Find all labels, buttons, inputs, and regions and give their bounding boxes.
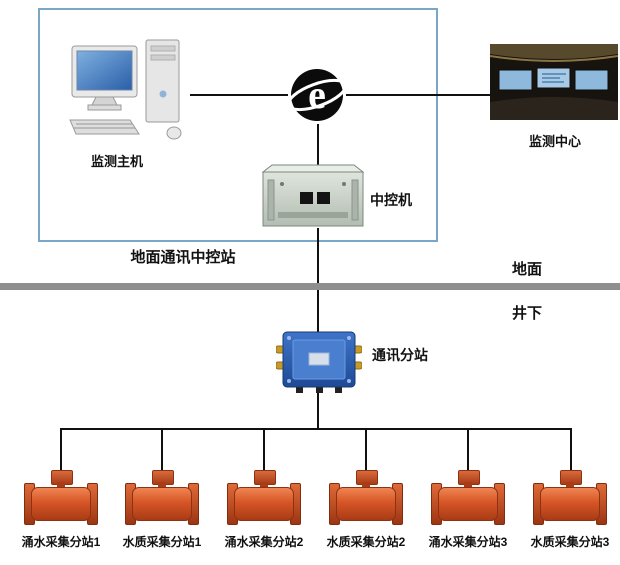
flow-sensor-icon bbox=[329, 470, 403, 528]
monitoring-center-photo bbox=[489, 44, 619, 120]
flow-sensor-icon bbox=[125, 470, 199, 528]
flow-sensor-icon bbox=[227, 470, 301, 528]
line-drop-4 bbox=[365, 428, 367, 472]
control-machine-label: 中控机 bbox=[370, 192, 412, 208]
device-inflow-3: 涌水采集分站3 bbox=[418, 470, 518, 550]
device-quality-3: 水质采集分站3 bbox=[520, 470, 620, 550]
device-label: 水质采集分站1 bbox=[122, 535, 202, 549]
internet-icon: e bbox=[287, 66, 347, 124]
line-internet-center bbox=[344, 94, 490, 96]
line-drop-3 bbox=[263, 428, 265, 472]
substation-label: 通讯分站 bbox=[372, 347, 428, 363]
surface-underground-divider bbox=[0, 283, 620, 290]
line-host-internet bbox=[190, 94, 290, 96]
flow-sensor-icon bbox=[24, 470, 98, 528]
host-label: 监测主机 bbox=[90, 154, 143, 169]
flow-sensor-icon bbox=[533, 470, 607, 528]
line-drop-6 bbox=[570, 428, 572, 472]
line-server-substation bbox=[317, 228, 319, 334]
device-quality-1: 水质采集分站1 bbox=[112, 470, 212, 550]
junction-box-icon bbox=[275, 330, 363, 394]
device-label: 涌水采集分站2 bbox=[224, 535, 304, 549]
surface-label: 地面 bbox=[512, 261, 543, 278]
device-inflow-1: 涌水采集分站1 bbox=[11, 470, 111, 550]
server-icon bbox=[261, 164, 365, 228]
line-internet-server bbox=[317, 122, 319, 168]
device-label: 涌水采集分站1 bbox=[21, 535, 101, 549]
line-substation-bus bbox=[317, 390, 319, 430]
device-inflow-2: 涌水采集分站2 bbox=[214, 470, 314, 550]
underground-label: 井下 bbox=[512, 305, 543, 322]
ground-station-label: 地面通讯中控站 bbox=[130, 249, 236, 266]
device-quality-2: 水质采集分站2 bbox=[316, 470, 416, 550]
bus-line bbox=[60, 428, 572, 430]
device-label: 水质采集分站2 bbox=[326, 535, 406, 549]
computer-icon bbox=[66, 34, 192, 148]
flow-sensor-icon bbox=[431, 470, 505, 528]
center-label: 监测中心 bbox=[528, 134, 581, 149]
device-label: 涌水采集分站3 bbox=[428, 535, 508, 549]
svg-text:e: e bbox=[308, 72, 326, 117]
device-label: 水质采集分站3 bbox=[530, 535, 610, 549]
line-drop-1 bbox=[60, 428, 62, 472]
line-drop-5 bbox=[467, 428, 469, 472]
line-drop-2 bbox=[161, 428, 163, 472]
